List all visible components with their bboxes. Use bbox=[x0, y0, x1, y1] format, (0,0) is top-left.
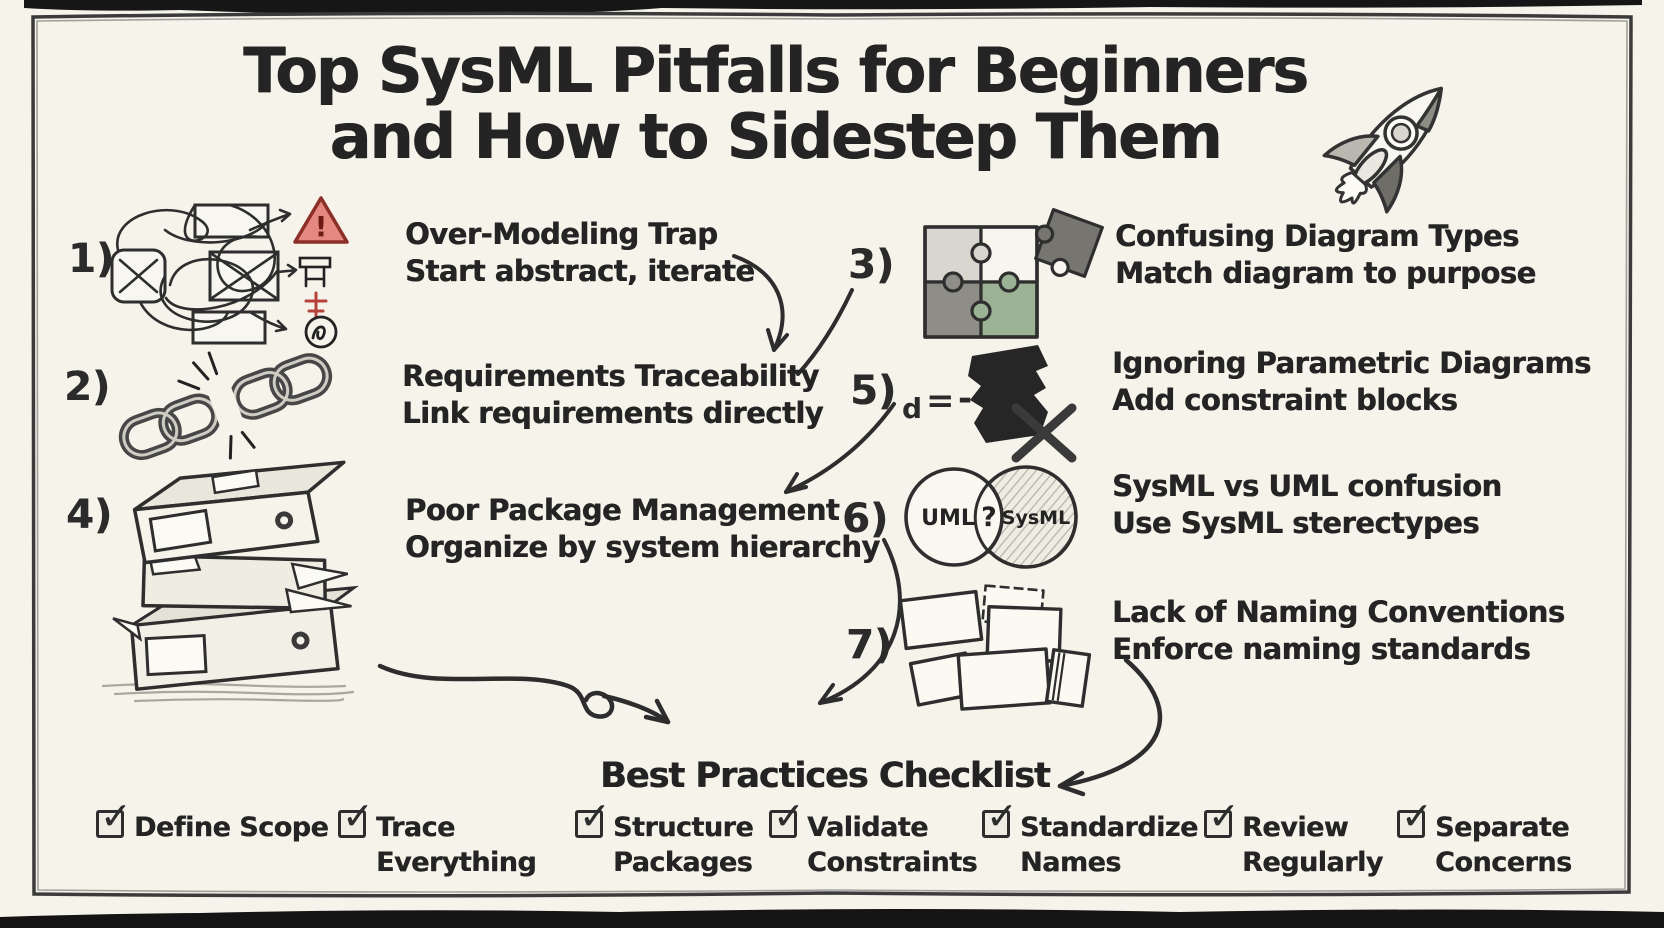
page-title-line2: and How to Sidestep Them bbox=[329, 99, 1222, 173]
svg-text:UML: UML bbox=[921, 506, 975, 531]
pitfall-6-number: 6) bbox=[842, 496, 889, 542]
pitfall-2-heading: Requirements Traceability bbox=[402, 359, 819, 393]
bottom-border-strip bbox=[0, 909, 1664, 928]
checkbox-checked-icon: ✓ bbox=[982, 797, 1018, 838]
top-border-strip bbox=[24, 0, 1642, 15]
checkbox-checked-icon: ✓ bbox=[1204, 797, 1240, 838]
pitfall-3-heading: Confusing Diagram Types bbox=[1115, 219, 1519, 253]
pitfall-5-heading: Ignoring Parametric Diagrams bbox=[1112, 346, 1591, 380]
pitfall-1-tip: Start abstract, iterate bbox=[405, 253, 755, 288]
pitfall-7-heading: Lack of Naming Conventions bbox=[1112, 595, 1565, 629]
rocket-icon bbox=[1322, 86, 1443, 214]
pitfall-4-number: 4) bbox=[66, 492, 113, 538]
checkbox-checked-icon: ✓ bbox=[575, 797, 611, 838]
checkbox-checked-icon: ✓ bbox=[1397, 797, 1433, 838]
svg-text:=: = bbox=[926, 381, 955, 421]
svg-text:?: ? bbox=[981, 502, 997, 533]
checklist-title: Best Practices Checklist bbox=[600, 756, 1051, 796]
pitfall-3-number: 3) bbox=[848, 242, 895, 288]
pitfall-6-tip: Use SysML sterectypes bbox=[1112, 505, 1479, 540]
pitfall-4-text: Poor Package Management Organize by syst… bbox=[405, 492, 880, 565]
puzzle-pieces-icon bbox=[923, 208, 1104, 339]
pitfall-7-text: Lack of Naming Conventions Enforce namin… bbox=[1112, 594, 1565, 667]
pitfall-3-text: Confusing Diagram Types Match diagram to… bbox=[1115, 218, 1536, 291]
small-glyphs bbox=[298, 256, 338, 349]
pitfall-6-heading: SysML vs UML confusion bbox=[1112, 469, 1502, 503]
svg-text:d: d bbox=[902, 392, 922, 425]
svg-text:!: ! bbox=[315, 210, 328, 243]
pitfall-1-text: Over-Modeling Trap Start abstract, itera… bbox=[405, 216, 755, 289]
pitfall-4-heading: Poor Package Management bbox=[405, 493, 840, 527]
arrow-binders-to-checklist bbox=[377, 663, 671, 725]
broken-chain-icon bbox=[118, 351, 333, 461]
checkbox-checked-icon: ✓ bbox=[338, 797, 374, 838]
venn-diagram-icon: UML ? SysML bbox=[904, 465, 1078, 569]
checklist-item-1: Define Scope bbox=[134, 812, 329, 843]
pitfall-2-tip: Link requirements directly bbox=[402, 395, 824, 430]
checkbox-checked-icon: ✓ bbox=[96, 797, 132, 838]
pitfall-7-number: 7) bbox=[846, 622, 893, 668]
pitfall-7-tip: Enforce naming standards bbox=[1112, 631, 1531, 666]
scribbled-formula-icon: d = - bbox=[902, 345, 1077, 463]
scattered-blocks-icon bbox=[898, 584, 1092, 711]
binder-stack-icon bbox=[101, 460, 359, 703]
warning-triangle-icon: ! bbox=[293, 196, 349, 244]
svg-text:SysML: SysML bbox=[1002, 507, 1070, 529]
pitfall-2-number: 2) bbox=[64, 364, 111, 410]
pitfall-5-number: 5) bbox=[850, 368, 897, 414]
pitfall-5-tip: Add constraint blocks bbox=[1112, 382, 1458, 417]
pitfall-4-tip: Organize by system hierarchy bbox=[405, 529, 880, 564]
pitfall-2-text: Requirements Traceability Link requireme… bbox=[402, 358, 824, 431]
checkbox-checked-icon: ✓ bbox=[769, 797, 805, 838]
pitfall-1-heading: Over-Modeling Trap bbox=[405, 217, 718, 251]
pitfall-1-number: 1) bbox=[68, 236, 115, 282]
svg-text:-: - bbox=[958, 379, 972, 419]
pitfall-3-tip: Match diagram to purpose bbox=[1115, 255, 1536, 290]
pitfall-6-text: SysML vs UML confusion Use SysML sterect… bbox=[1112, 468, 1502, 541]
pitfall-5-text: Ignoring Parametric Diagrams Add constra… bbox=[1112, 345, 1591, 418]
tangled-model-icon: ! bbox=[110, 196, 349, 349]
page-title: Top SysML Pitfalls for Beginners and How… bbox=[120, 38, 1430, 169]
page-title-line1: Top SysML Pitfalls for Beginners bbox=[243, 34, 1309, 107]
